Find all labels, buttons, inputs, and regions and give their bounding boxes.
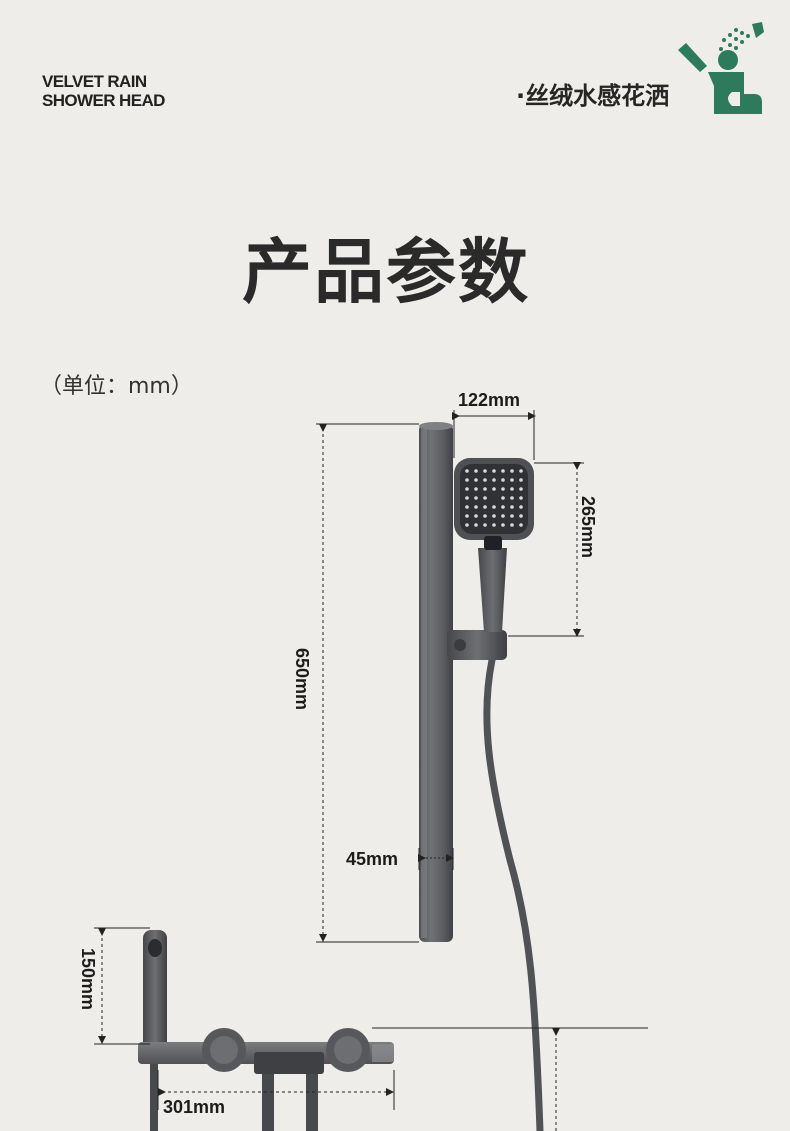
nozzle-dot bbox=[510, 496, 514, 500]
nozzle-dot bbox=[519, 469, 523, 473]
nozzle-dot bbox=[501, 478, 505, 482]
nozzle-dot bbox=[465, 487, 469, 491]
nozzle-dot bbox=[501, 469, 505, 473]
dim-head-height: 265mm bbox=[578, 496, 598, 558]
brand-line-2: SHOWER HEAD bbox=[42, 91, 165, 110]
unit-note: （单位：mm） bbox=[40, 374, 193, 399]
nozzle-dot bbox=[483, 487, 487, 491]
brand-line-1: VELVET RAIN bbox=[42, 72, 147, 91]
dim-bar-width: 45mm bbox=[346, 849, 398, 869]
nozzle-dot bbox=[510, 523, 514, 527]
nozzle-dot bbox=[519, 487, 523, 491]
holder-bracket bbox=[447, 630, 507, 660]
nozzle-dot bbox=[465, 505, 469, 509]
nozzle-dot bbox=[474, 469, 478, 473]
nozzle-dot bbox=[519, 496, 523, 500]
dim-mixer-width: 301mm bbox=[163, 1097, 225, 1117]
hand-shower-head bbox=[454, 458, 534, 550]
nozzle-dot bbox=[483, 505, 487, 509]
nozzle-dot bbox=[510, 514, 514, 518]
nozzle-dot bbox=[483, 469, 487, 473]
nozzle-dot bbox=[474, 505, 478, 509]
nozzle-dot bbox=[483, 478, 487, 482]
nozzle-dot bbox=[501, 496, 505, 500]
nozzle-dot bbox=[492, 478, 496, 482]
nozzle-dot bbox=[474, 478, 478, 482]
shower-hose bbox=[483, 656, 544, 1131]
nozzle-dot bbox=[474, 523, 478, 527]
nozzle-dot bbox=[483, 514, 487, 518]
tagline: ·丝绒水感花洒 bbox=[516, 82, 670, 110]
nozzle-dot bbox=[510, 469, 514, 473]
nozzle-dot bbox=[492, 469, 496, 473]
spout-post bbox=[143, 930, 167, 1050]
nozzle-dot bbox=[501, 514, 505, 518]
nozzle-dot bbox=[510, 478, 514, 482]
nozzle-dot bbox=[501, 505, 505, 509]
nozzle-dot bbox=[492, 514, 496, 518]
nozzle-dot bbox=[519, 478, 523, 482]
nozzle-dot bbox=[474, 487, 478, 491]
nozzle-dot bbox=[492, 523, 496, 527]
nozzle-dot bbox=[465, 469, 469, 473]
nozzle-dot bbox=[492, 505, 496, 509]
hand-shower-handle bbox=[478, 548, 507, 632]
nozzle-dot bbox=[492, 487, 496, 491]
dim-bar-height: 650mm bbox=[292, 648, 312, 710]
nozzle-dot bbox=[501, 523, 505, 527]
nozzle-dot bbox=[519, 514, 523, 518]
nozzle-dot bbox=[465, 478, 469, 482]
nozzle-dot bbox=[519, 505, 523, 509]
nozzle-dot bbox=[483, 523, 487, 527]
nozzle-dot bbox=[465, 523, 469, 527]
nozzle-dot bbox=[474, 514, 478, 518]
brand-name: VELVET RAIN SHOWER HEAD bbox=[42, 72, 165, 110]
nozzle-dot bbox=[465, 514, 469, 518]
nozzle-dot bbox=[465, 496, 469, 500]
nozzle-dot bbox=[510, 487, 514, 491]
dim-head-width: 122mm bbox=[458, 390, 520, 410]
page-title: 产品参数 bbox=[242, 231, 530, 313]
nozzle-dot bbox=[510, 505, 514, 509]
nozzle-dot bbox=[501, 487, 505, 491]
nozzle-dot bbox=[519, 523, 523, 527]
slide-bar bbox=[419, 424, 453, 942]
nozzle-dot bbox=[483, 496, 487, 500]
dim-spout-height: 150mm bbox=[78, 948, 98, 1010]
shower-person-icon bbox=[678, 22, 764, 114]
mixer-body bbox=[254, 1052, 324, 1074]
nozzle-dot bbox=[474, 496, 478, 500]
